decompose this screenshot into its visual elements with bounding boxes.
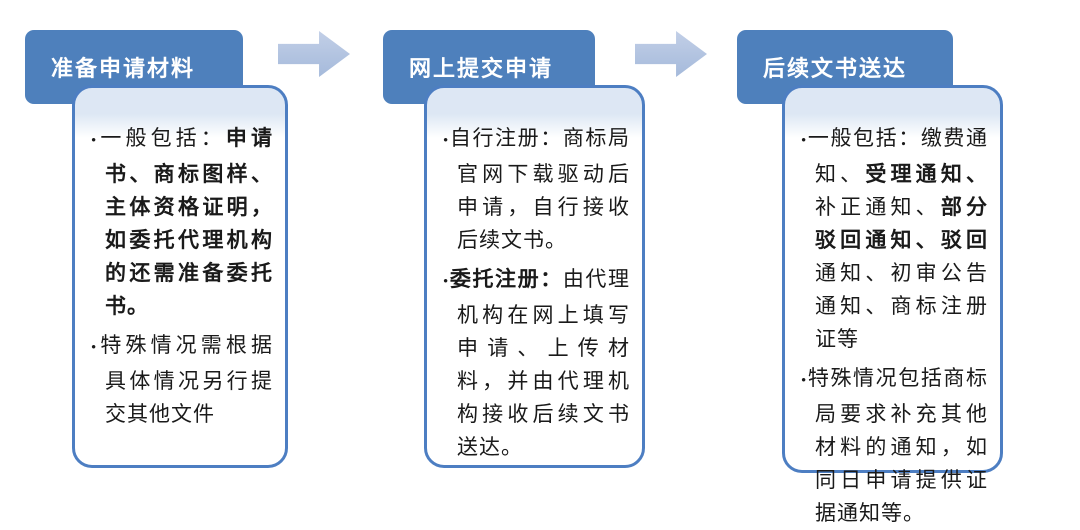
- bullet-dot-icon: •: [91, 133, 98, 149]
- bullet-text-bold: 申请书、商标图样、主体资格证明，如委托代理机构的还需准备委托书。: [105, 126, 274, 318]
- bullet-text: 一般包括：缴费通知、: [807, 126, 988, 186]
- step-card-online-submit: •自行注册：商标局官网下载驱动后申请，自行接收后续文书。•委托注册：由代理机构在…: [424, 85, 645, 468]
- bullet-text-bold: 部分驳回通知、驳回: [815, 195, 989, 252]
- process-flow-diagram: 准备申请材料 •一般包括：申请书、商标图样、主体资格证明，如委托代理机构的还需准…: [25, 30, 1003, 525]
- bullet-text: 特殊情况需根据具体情况另行提交其他文件: [97, 333, 273, 426]
- step-card-prepare-materials: •一般包括：申请书、商标图样、主体资格证明，如委托代理机构的还需准备委托书。•特…: [72, 85, 288, 468]
- bullet-item: •一般包括：申请书、商标图样、主体资格证明，如委托代理机构的还需准备委托书。: [91, 122, 273, 323]
- bullet-list: •一般包括：申请书、商标图样、主体资格证明，如委托代理机构的还需准备委托书。•特…: [75, 88, 285, 431]
- bullet-item: •自行注册：商标局官网下载驱动后申请，自行接收后续文书。: [443, 122, 630, 257]
- bullet-item: •委托注册：由代理机构在网上填写申请、上传材料，并由代理机构接收后续文书送达。: [443, 263, 630, 464]
- bullet-text: 通知、初审公告通知、商标注册证等: [815, 261, 988, 351]
- bullet-dot-icon: •: [443, 274, 450, 290]
- bullet-text-bold: 受理通知、: [865, 162, 989, 186]
- step-title: 后续文书送达: [763, 56, 908, 81]
- bullet-text: 补正通知、: [815, 195, 941, 219]
- bullet-text-bold: 委托注册：: [449, 267, 563, 291]
- bullet-text: 特殊情况包括商标局要求补充其他材料的通知，如同日申请提供证据通知等。: [807, 366, 988, 525]
- bullet-dot-icon: •: [91, 340, 98, 356]
- bullet-item: •一般包括：缴费通知、受理通知、补正通知、部分驳回通知、驳回通知、初审公告通知、…: [801, 122, 988, 356]
- step-title: 准备申请材料: [51, 56, 196, 81]
- bullet-dot-icon: •: [801, 373, 808, 389]
- bullet-item: •特殊情况包括商标局要求补充其他材料的通知，如同日申请提供证据通知等。: [801, 362, 988, 530]
- step-title: 网上提交申请: [409, 56, 554, 81]
- right-arrow-icon: [635, 31, 707, 77]
- bullet-text: 自行注册：商标局官网下载驱动后申请，自行接收后续文书。: [449, 126, 630, 252]
- bullet-text: 由代理机构在网上填写申请、上传材料，并由代理机构接收后续文书送达。: [457, 267, 631, 459]
- bullet-dot-icon: •: [801, 133, 808, 149]
- step-card-followup-documents: •一般包括：缴费通知、受理通知、补正通知、部分驳回通知、驳回通知、初审公告通知、…: [782, 85, 1003, 525]
- bullet-list: •一般包括：缴费通知、受理通知、补正通知、部分驳回通知、驳回通知、初审公告通知、…: [785, 88, 1000, 530]
- bullet-text: 一般包括：: [97, 126, 226, 150]
- bullet-dot-icon: •: [443, 133, 450, 149]
- bullet-list: •自行注册：商标局官网下载驱动后申请，自行接收后续文书。•委托注册：由代理机构在…: [427, 88, 642, 464]
- bullet-item: •特殊情况需根据具体情况另行提交其他文件: [91, 329, 273, 431]
- right-arrow-icon: [278, 31, 350, 77]
